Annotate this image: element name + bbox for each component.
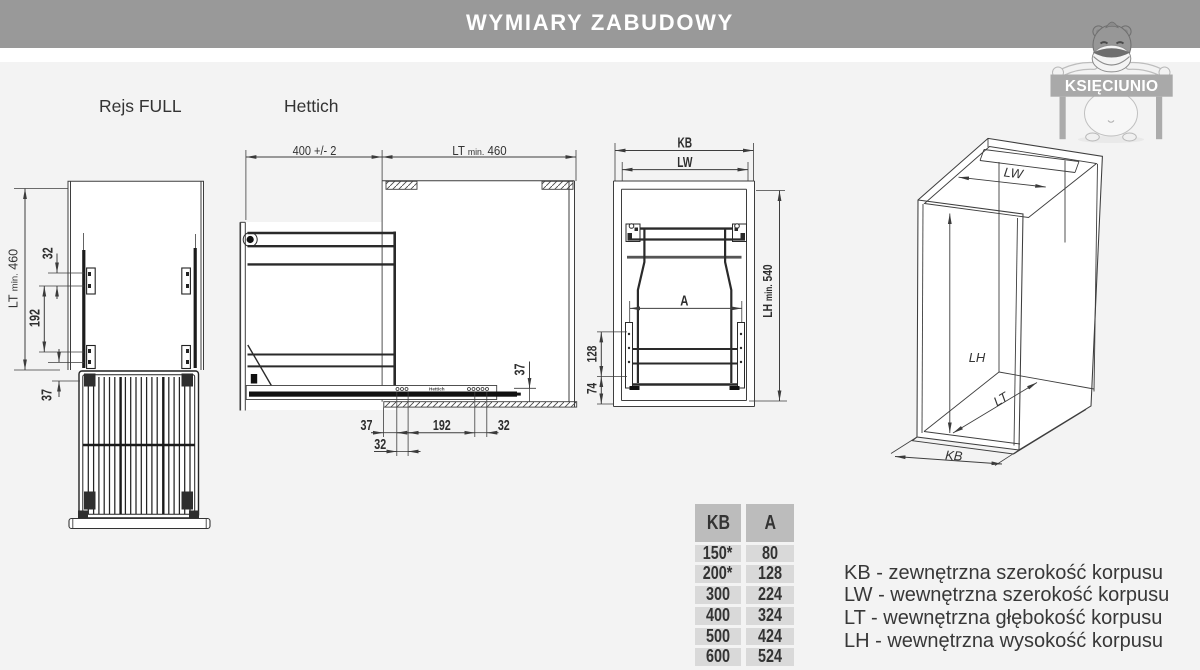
svg-text:LW: LW xyxy=(1003,164,1025,181)
svg-text:LH: LH xyxy=(969,350,986,365)
svg-text:KB: KB xyxy=(945,447,964,463)
svg-text:KSIĘCIUNIO: KSIĘCIUNIO xyxy=(1065,78,1158,95)
svg-text:37: 37 xyxy=(361,416,373,433)
svg-text:32: 32 xyxy=(374,435,386,452)
svg-text:LW: LW xyxy=(677,154,692,170)
svg-text:32: 32 xyxy=(39,247,56,259)
svg-text:128: 128 xyxy=(584,345,600,362)
svg-text:74: 74 xyxy=(584,383,600,394)
svg-text:192: 192 xyxy=(26,309,43,327)
svg-text:LT min. 460: LT min. 460 xyxy=(7,249,21,308)
svg-text:LT min. 460: LT min. 460 xyxy=(452,144,507,159)
svg-text:192: 192 xyxy=(433,416,451,433)
svg-text:KB: KB xyxy=(677,135,692,151)
svg-text:Hettich: Hettich xyxy=(429,387,445,392)
svg-text:400 +/- 2: 400 +/- 2 xyxy=(293,144,337,158)
svg-text:LH min. 540: LH min. 540 xyxy=(762,264,775,317)
svg-text:32: 32 xyxy=(498,416,510,433)
svg-text:A: A xyxy=(680,292,689,309)
svg-text:37: 37 xyxy=(38,389,55,401)
svg-text:37: 37 xyxy=(511,364,528,376)
